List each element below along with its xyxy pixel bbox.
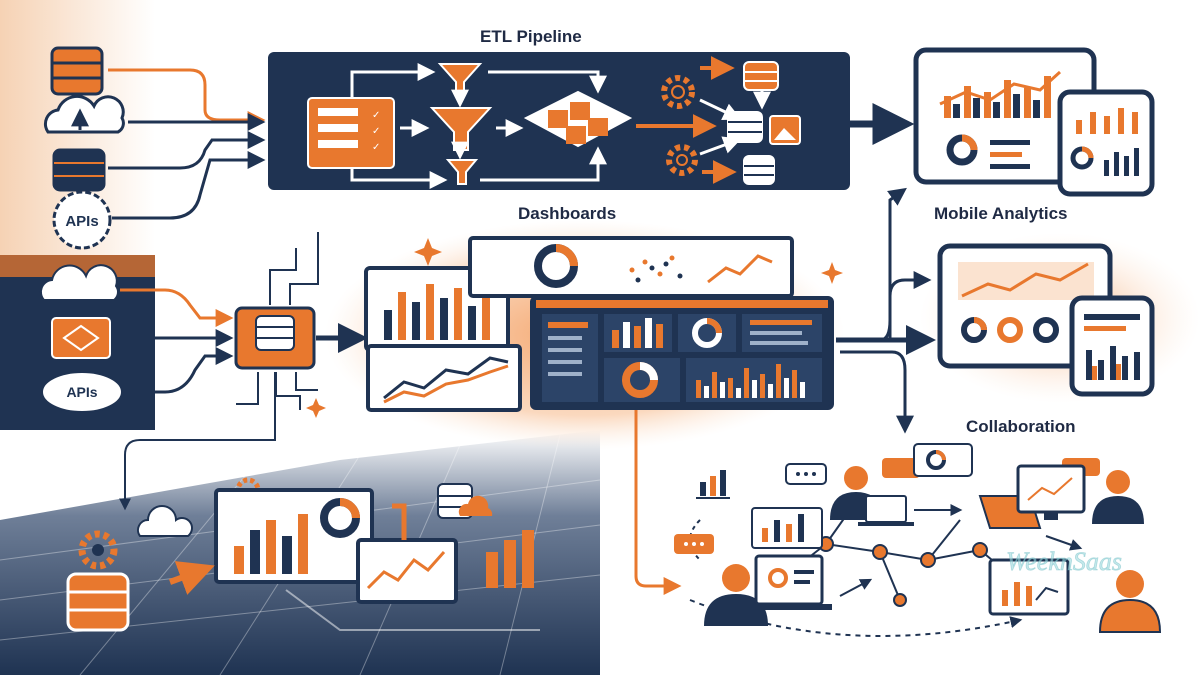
api-label-bottom: APIs <box>66 384 97 400</box>
central-database-node <box>234 306 316 370</box>
line-chart-card <box>366 344 522 412</box>
cloud-icon <box>39 264 119 301</box>
dashboard-to-collab-arrow <box>634 410 682 595</box>
central-to-floor-arrow <box>119 372 276 511</box>
cloud-image-icon <box>769 115 801 145</box>
collab-arrows <box>839 504 1083 597</box>
etl-source-form-icon: ✓ ✓ ✓ <box>307 97 395 169</box>
database-icon <box>52 148 106 192</box>
monitor-icon <box>1016 464 1086 520</box>
person-icon <box>1092 470 1144 524</box>
etl-internal-arrows <box>350 63 771 189</box>
svg-text:✓: ✓ <box>372 110 380 121</box>
database-icon <box>743 61 779 91</box>
api-cloud-icon <box>41 371 123 413</box>
floor-line-chart-card <box>356 538 458 604</box>
laptop-icon <box>858 495 914 526</box>
floor-circuit <box>285 589 540 631</box>
floor-arrow <box>392 503 407 540</box>
chat-bubble-icon <box>674 534 714 554</box>
wide-monitor-icon <box>468 236 794 298</box>
dashboard-out-arrows <box>836 187 936 434</box>
laptop-icon <box>746 554 832 610</box>
floor-bar-chart-card <box>214 488 374 584</box>
funnel-icon <box>445 159 479 185</box>
dashboards-title: Dashboards <box>518 204 617 223</box>
gear-icon <box>78 530 118 570</box>
tablet-icon <box>913 47 1097 185</box>
watermark-text: WeeknSaas <box>1006 547 1122 576</box>
floor-arrow <box>168 561 215 595</box>
monitor-icon <box>988 558 1070 616</box>
database-icon <box>66 572 130 632</box>
phone-icon <box>1069 295 1155 397</box>
collaboration-title: Collaboration <box>966 417 1076 436</box>
svg-text:✓: ✓ <box>372 126 380 137</box>
api-label-top: APIs <box>65 213 98 230</box>
chat-bubble-icon <box>785 463 827 485</box>
database-icon <box>743 155 775 185</box>
cloud-upload-icon <box>43 94 125 134</box>
chat-bubble-icon <box>882 458 920 478</box>
network-nodes <box>818 536 988 607</box>
chat-bubble-icon <box>913 443 973 477</box>
central-node-inputs <box>112 288 368 394</box>
person-icon <box>704 564 768 626</box>
source-connectors <box>108 68 266 220</box>
etl-pipeline-title: ETL Pipeline <box>480 27 582 46</box>
database-icon <box>50 46 104 96</box>
gear-icon <box>666 144 698 176</box>
monitor-bar-chart <box>384 284 490 340</box>
sparkle-icon <box>306 238 843 418</box>
collab-bar-chart <box>696 470 730 499</box>
main-dashboard-screen <box>530 296 834 410</box>
gear-icon <box>661 75 695 109</box>
connector-hub-icon <box>51 317 111 359</box>
phone-icon <box>1057 89 1155 197</box>
svg-text:✓: ✓ <box>372 142 380 153</box>
cloud-icon <box>137 505 193 537</box>
collab-chart-card <box>751 507 823 549</box>
person-icon <box>1098 570 1162 633</box>
mobile-analytics-title: Mobile Analytics <box>934 204 1068 223</box>
cloud-icon <box>458 495 493 516</box>
floor-bars <box>486 530 534 588</box>
api-gear-icon <box>52 190 112 250</box>
cube-icon <box>523 90 633 148</box>
left-orange-band <box>0 255 155 277</box>
